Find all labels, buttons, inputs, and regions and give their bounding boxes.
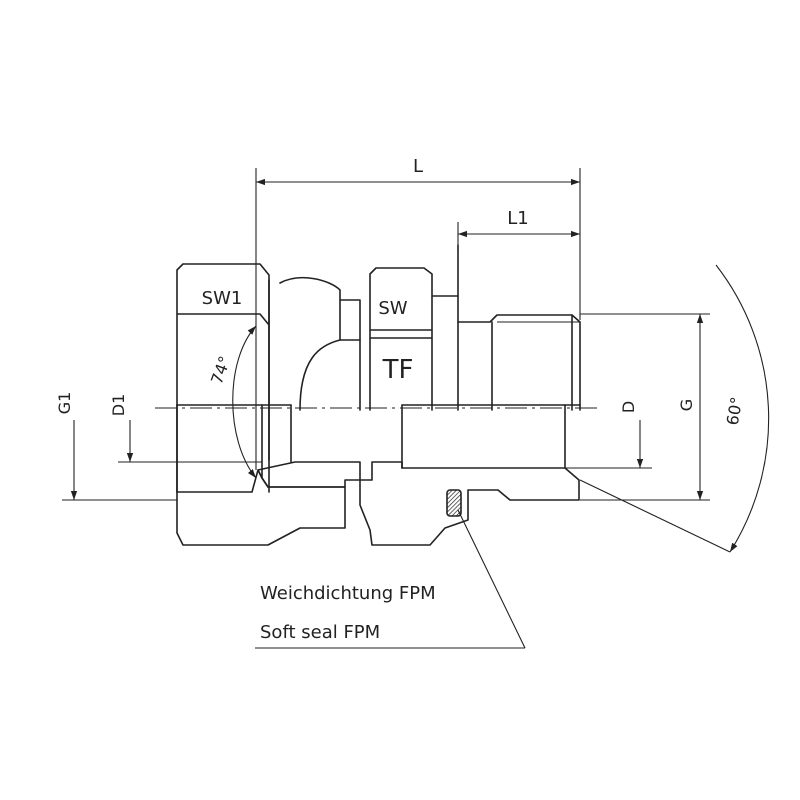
body-hex-outline	[369, 267, 433, 411]
label-G: G	[677, 399, 696, 411]
section-hatching	[176, 461, 580, 546]
label-angle-74: 74°	[207, 354, 235, 387]
nut-section	[176, 469, 346, 546]
label-L: L	[413, 156, 423, 177]
dimensions	[62, 168, 770, 553]
label-D: D	[619, 401, 638, 413]
labels: L L1 SW1 SW TF 74° 60° G1 D1 D G Weichdi…	[55, 156, 746, 643]
note-line-2: Soft seal FPM	[260, 622, 380, 643]
body-section	[359, 461, 580, 546]
stud-outline	[457, 314, 581, 411]
outline	[176, 244, 581, 493]
note-line-1: Weichdichtung FPM	[260, 583, 436, 604]
nut-outline	[176, 263, 270, 493]
label-G1: G1	[55, 392, 74, 415]
label-SW1: SW1	[202, 288, 243, 309]
label-angle-60: 60°	[723, 395, 747, 426]
seal-leader	[255, 509, 526, 649]
label-D1: D1	[109, 394, 128, 417]
label-SW: SW	[378, 298, 407, 319]
soft-seal	[446, 489, 462, 517]
label-TF: TF	[382, 355, 414, 385]
cone-section	[257, 461, 361, 488]
label-L1: L1	[507, 208, 528, 229]
